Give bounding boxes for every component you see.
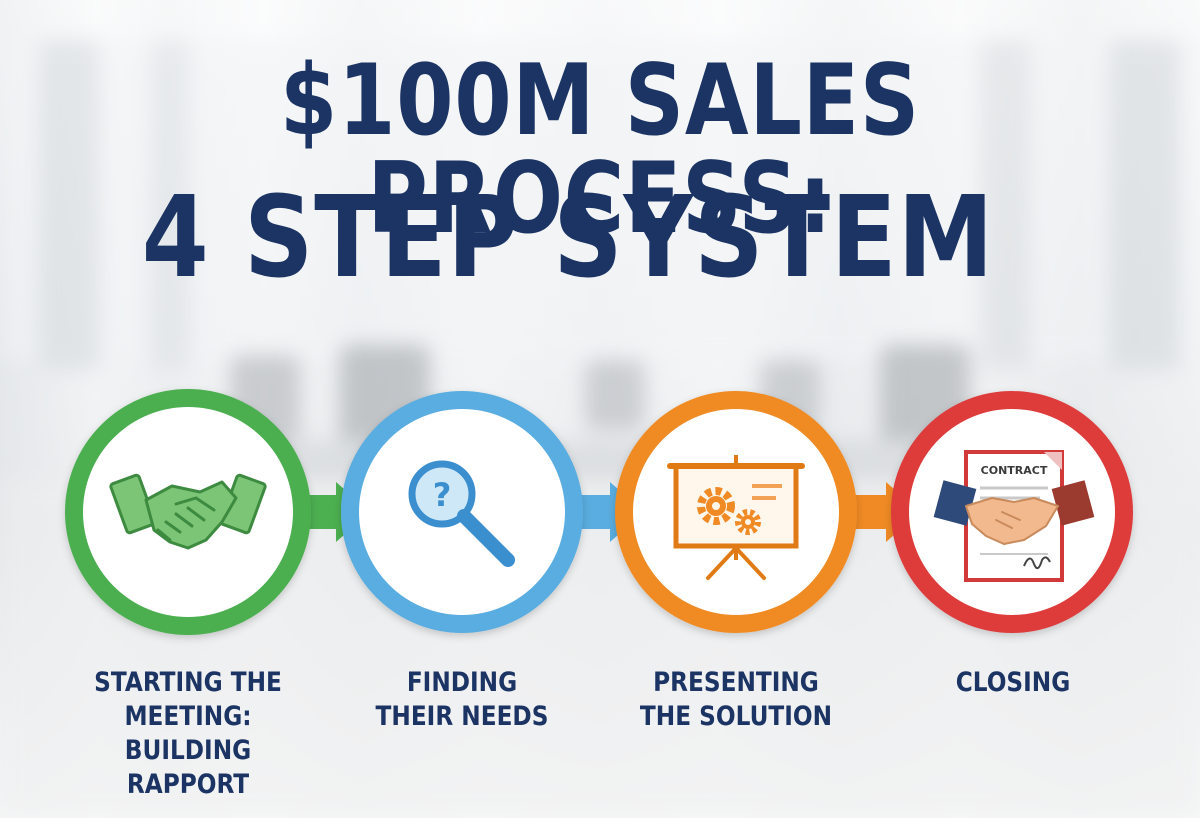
- handshake-icon: [109, 473, 267, 550]
- step-4-label: CLOSING: [955, 667, 1071, 698]
- magnifier-question-icon: ?: [408, 460, 515, 567]
- presentation-gears-icon: [667, 455, 805, 580]
- step-1-label: STARTING THE MEETING: BUILDING RAPPORT: [94, 667, 282, 800]
- contract-handshake-icon: CONTRACT: [933, 450, 1095, 582]
- step-3-label: PRESENTING THE SOLUTION: [639, 667, 833, 732]
- contract-word: CONTRACT: [981, 464, 1048, 477]
- title-line-1: $100M SALES PROCESS:: [280, 44, 920, 256]
- title-line-2: 4 STEP SYSTEM: [141, 173, 995, 303]
- svg-text:?: ?: [433, 476, 452, 514]
- step-2-label: FINDING THEIR NEEDS: [375, 667, 549, 732]
